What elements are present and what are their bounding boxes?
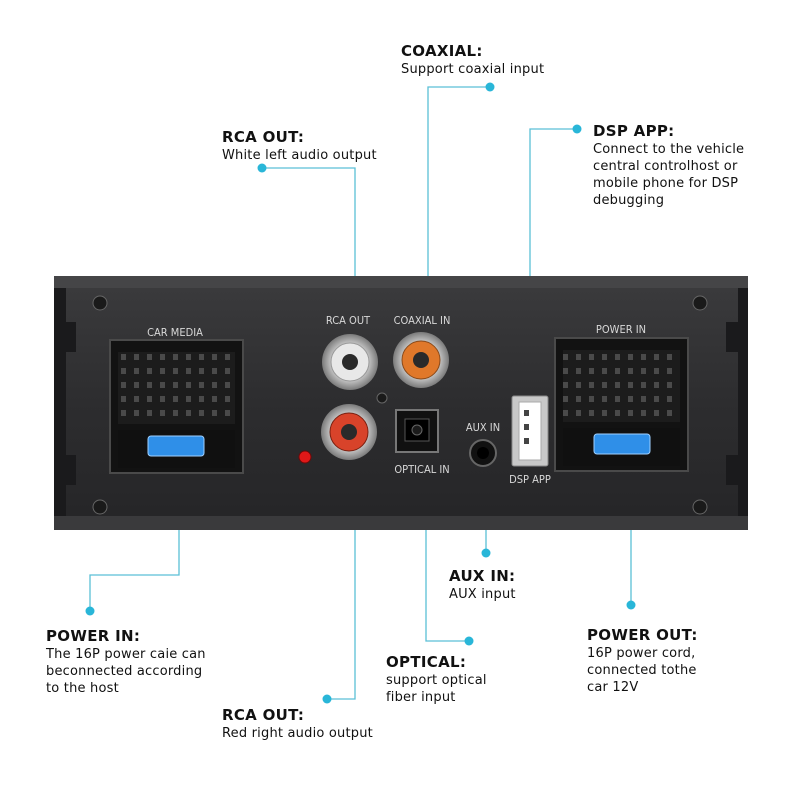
leader-power-in: [89, 530, 180, 611]
leader-rca-out-bottom: [327, 530, 356, 700]
power-in-fuse: [593, 433, 651, 455]
callout-desc-line: AUX input: [449, 587, 516, 602]
callout-title: AUX IN:: [449, 567, 516, 585]
dot-rca-out-top: [257, 163, 267, 173]
callout-rca-out-bottom: RCA OUT: Red right audio output: [222, 706, 373, 742]
callout-desc-line: Support coaxial input: [401, 62, 545, 77]
dsp-app-label: DSP APP: [509, 473, 551, 486]
status-led: [298, 450, 312, 464]
leader-lines: [89, 86, 632, 700]
callout-desc-line: 16P power cord,: [587, 646, 696, 661]
callout-desc-line: fiber input: [386, 690, 456, 705]
callout-desc-line: debugging: [593, 193, 665, 208]
callout-title: POWER OUT:: [587, 626, 698, 644]
callout-coaxial: COAXIAL: Support coaxial input: [401, 42, 544, 78]
power-in-label: POWER IN: [596, 323, 646, 336]
optical-in-label: OPTICAL IN: [394, 463, 449, 476]
dot-power-in: [85, 606, 95, 616]
callout-desc-line: The 16P power caie can: [46, 647, 206, 662]
callout-desc-line: mobile phone for DSP: [593, 176, 739, 191]
callout-dsp-app: DSP APP: Connect to the vehicle central …: [593, 122, 744, 209]
chassis-bottom-rail: [54, 516, 748, 530]
coaxial-jack[interactable]: [393, 332, 449, 388]
callout-desc-line: White left audio output: [222, 148, 377, 163]
dot-coaxial: [485, 82, 495, 92]
callout-title: OPTICAL:: [386, 653, 467, 671]
coaxial-in-label: COAXIAL IN: [394, 314, 451, 327]
aux-in-label: AUX IN: [466, 421, 500, 434]
screws: [92, 295, 708, 515]
callout-title: RCA OUT:: [222, 128, 305, 146]
car-media-connector[interactable]: CAR MEDIA: [109, 326, 244, 474]
screw-bottom-left: [92, 499, 108, 515]
callout-desc-line: to the host: [46, 681, 119, 696]
leader-dsp-app: [529, 128, 577, 276]
rca-white-jack[interactable]: [322, 334, 378, 390]
car-media-fuse: [147, 435, 205, 457]
screw-bottom-right: [692, 499, 708, 515]
callout-desc-line: Red right audio output: [222, 726, 373, 741]
callout-title: DSP APP:: [593, 122, 675, 140]
dsp-app-usb-port[interactable]: [511, 395, 549, 467]
callout-desc-line: beconnected according: [46, 664, 203, 679]
callout-desc-line: Connect to the vehicle: [593, 142, 745, 157]
callout-rca-out-top: RCA OUT: White left audio output: [222, 128, 377, 164]
car-media-label: CAR MEDIA: [147, 326, 203, 339]
dot-aux-in: [481, 548, 491, 558]
callout-title: POWER IN:: [46, 627, 141, 645]
callout-desc-line: support optical: [386, 673, 487, 688]
device-chassis: CAR MEDIA POWER IN RCA OUT COAXIAL IN: [54, 276, 748, 530]
aux-jack[interactable]: [469, 439, 497, 467]
dot-power-out: [626, 600, 636, 610]
leader-dots: [85, 82, 636, 704]
callout-power-out: POWER OUT: 16P power cord, connected tot…: [587, 626, 698, 696]
optical-input-port[interactable]: [395, 409, 439, 453]
dot-optical: [464, 636, 474, 646]
leader-rca-out-top: [262, 167, 356, 276]
side-notches: [54, 322, 748, 485]
callout-desc-line: car 12V: [587, 680, 639, 695]
leader-coaxial: [427, 86, 490, 276]
screw-top-left: [92, 295, 108, 311]
callout-title: COAXIAL:: [401, 42, 483, 60]
screw-center: [376, 392, 388, 404]
callout-power-in: POWER IN: The 16P power caie can beconne…: [46, 627, 206, 697]
callout-aux-in: AUX IN: AUX input: [449, 567, 516, 603]
rca-red-jack[interactable]: [321, 404, 377, 460]
power-in-connector[interactable]: POWER IN: [554, 323, 689, 472]
callout-desc-line: central controlhost or: [593, 159, 738, 174]
dot-rca-out-bottom: [322, 694, 332, 704]
leader-optical: [425, 530, 469, 642]
dot-dsp-app: [572, 124, 582, 134]
rca-out-label: RCA OUT: [326, 314, 371, 327]
callout-title: RCA OUT:: [222, 706, 305, 724]
chassis-top-rail: [54, 276, 748, 288]
callout-optical: OPTICAL: support optical fiber input: [386, 653, 487, 706]
callout-desc-line: connected tothe: [587, 663, 697, 678]
screw-top-right: [692, 295, 708, 311]
